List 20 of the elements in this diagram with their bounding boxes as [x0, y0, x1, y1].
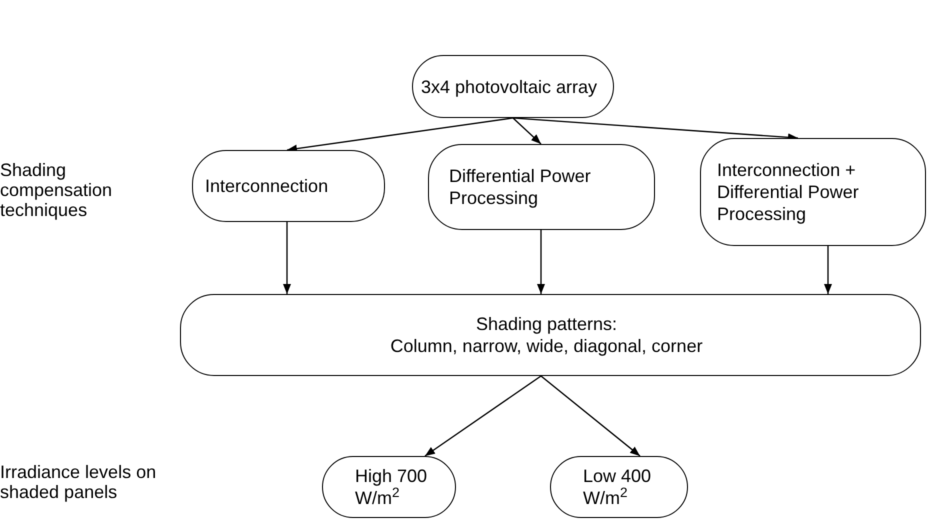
arrow — [537, 230, 545, 294]
arrow — [286, 117, 514, 153]
node-text: High 700 W/m$^{2}$ — [355, 465, 428, 509]
node-text: Differential Power Processing — [449, 165, 592, 209]
arrow — [424, 375, 542, 457]
node-text: 3x4 photovoltaic array — [420, 76, 598, 98]
node-text: Interconnection + Differential Power Processing — [717, 159, 860, 225]
arrow — [283, 222, 291, 294]
arrow — [824, 246, 832, 294]
arrow — [512, 118, 542, 144]
rounded-box — [428, 144, 655, 230]
side-label: Irradiance levels on shaded panels — [0, 462, 158, 502]
node-text: Shading patterns: — [474, 313, 618, 335]
node-text: Column, narrow, wide, diagonal, corner — [389, 335, 704, 357]
arrow — [540, 376, 640, 456]
side-label: Shading compensation techniques — [0, 160, 114, 220]
rounded-box — [180, 294, 921, 376]
node-text: Low 400 W/m$^{2}$ — [583, 465, 652, 509]
rounded-box — [700, 138, 926, 246]
node-text: Interconnection — [205, 175, 330, 197]
